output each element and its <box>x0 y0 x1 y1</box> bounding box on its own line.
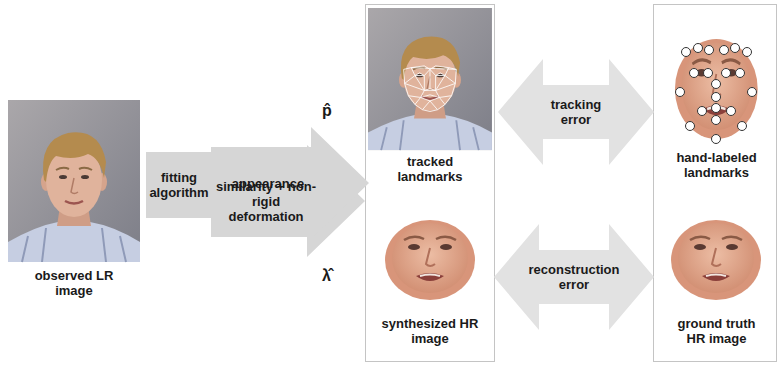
block-arrow <box>211 127 369 239</box>
block-arrow <box>498 59 654 165</box>
image-caption: hand-labeled landmarks <box>664 150 769 180</box>
image-node: synthesized HR image <box>372 212 488 346</box>
arrow-label: appearance <box>216 176 320 191</box>
image-caption: observed LR image <box>29 268 119 298</box>
parameter-symbol: λ̂ <box>322 266 331 286</box>
process-box: fitting algorithm <box>146 152 212 218</box>
arrow-body <box>494 224 654 330</box>
arrow-label: reconstruction error <box>525 262 623 292</box>
image-node: ground truth HR image <box>657 212 776 346</box>
image-node: observed LR image <box>8 100 140 298</box>
block-arrow <box>494 224 654 330</box>
box-label: fitting algorithm <box>149 170 209 200</box>
image-caption: tracked landmarks <box>385 154 475 184</box>
parameter-symbol: p̂ <box>322 101 332 121</box>
arrow-body <box>498 59 654 165</box>
arrow-body <box>211 127 369 239</box>
image-node: tracked landmarks <box>368 8 492 184</box>
image-caption: synthesized HR image <box>380 316 480 346</box>
image-node: hand-labeled landmarks <box>657 8 776 180</box>
image-caption: ground truth HR image <box>667 316 767 346</box>
arrow-label: tracking error <box>540 97 612 127</box>
